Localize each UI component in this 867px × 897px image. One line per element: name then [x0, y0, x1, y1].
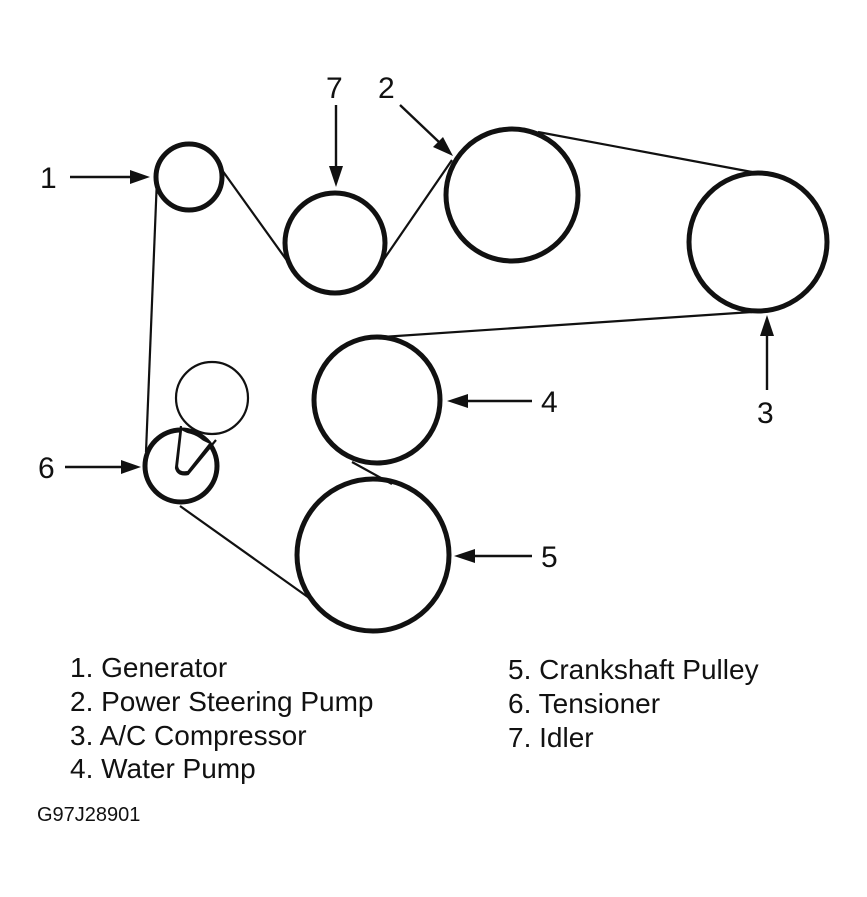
tensioner-assembly [142, 360, 250, 505]
belt-ps-pump-to-ac [537, 130, 753, 174]
belt-crank-to-tensioner [179, 505, 313, 601]
idler-pulley [282, 190, 388, 296]
crankshaft-pulley [294, 476, 452, 634]
callout-arrow-4 [447, 394, 532, 408]
belt-idler-to-ps-pump [381, 159, 453, 263]
belt-ac-to-water-pump [381, 310, 753, 339]
power-steering-pump-pulley [443, 126, 581, 264]
belt-generator-to-idler [221, 169, 289, 263]
callout-arrow-1 [70, 170, 150, 184]
callout-label-6: 6 [38, 452, 55, 485]
callout-arrow-7 [329, 105, 343, 187]
legend-item-water-pump: 4. Water Pump [70, 753, 256, 784]
callout-arrow-2 [399, 104, 453, 156]
legend: 1. Generator 2. Power Steering Pump 3. A… [70, 652, 759, 784]
legend-item-generator: 1. Generator [70, 652, 227, 683]
callout-label-7: 7 [326, 72, 343, 105]
callout-label-1: 1 [40, 162, 57, 195]
tensioner-arm-overlay [175, 429, 211, 474]
callout-label-4: 4 [541, 386, 558, 419]
tensioner-mount-boss [174, 360, 250, 436]
legend-item-ac-compressor: 3. A/C Compressor [70, 720, 307, 751]
callout-arrow-3 [760, 315, 774, 390]
generator-pulley [153, 141, 225, 213]
legend-item-tensioner: 6. Tensioner [508, 688, 660, 719]
legend-item-crankshaft-pulley: 5. Crankshaft Pulley [508, 654, 759, 685]
water-pump-pulley [311, 334, 443, 466]
drive-belt [144, 130, 753, 601]
callout-label-2: 2 [378, 72, 395, 105]
callout-label-5: 5 [541, 541, 558, 574]
callout-arrow-6 [65, 460, 141, 474]
legend-item-power-steering-pump: 2. Power Steering Pump [70, 686, 374, 717]
ac-compressor-pulley [686, 170, 830, 314]
callout-arrow-5 [454, 549, 532, 563]
callout-label-3: 3 [757, 397, 774, 430]
figure-code: G97J28901 [37, 804, 140, 826]
belt-tensioner-to-generator [144, 177, 159, 453]
legend-item-idler: 7. Idler [508, 722, 594, 753]
